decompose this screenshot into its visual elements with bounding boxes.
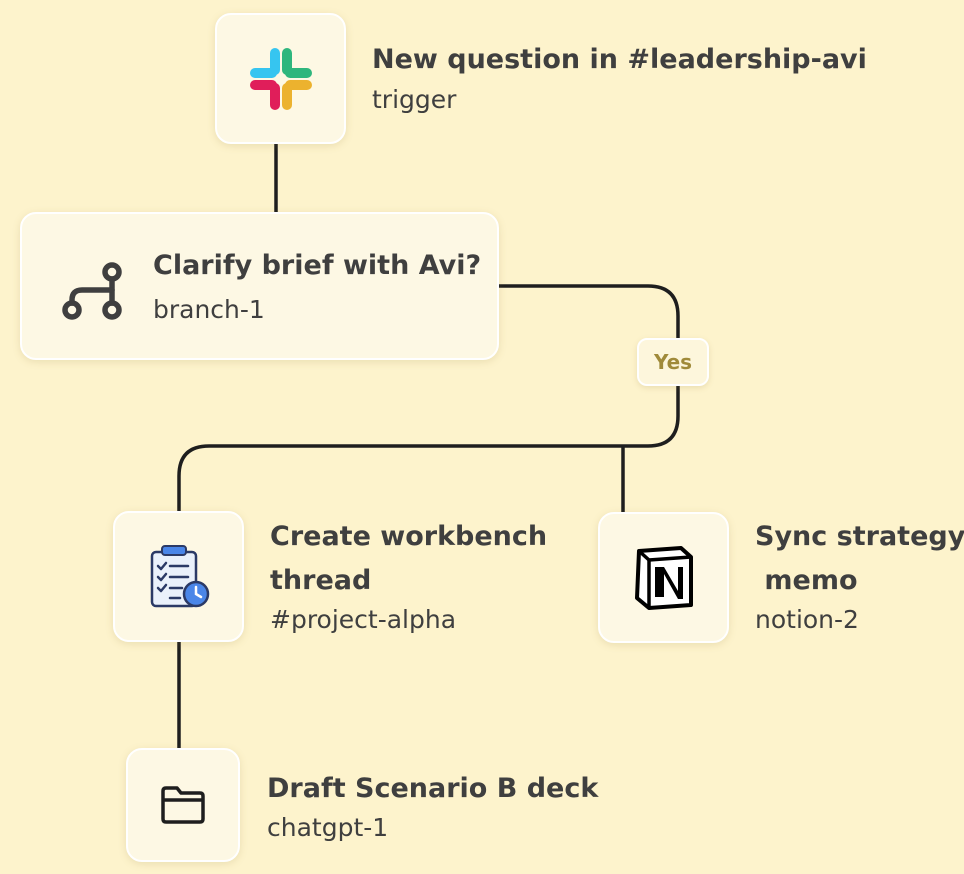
workbench-node-title-line2: thread — [270, 565, 372, 596]
workbench-node-icon-card[interactable] — [113, 511, 244, 642]
edge-branch-to-yes — [498, 284, 680, 340]
branch-node-card[interactable]: Clarify brief with Avi? branch-1 — [20, 212, 499, 360]
trigger-node-title: New question in #leadership-avi — [372, 44, 867, 75]
yes-branch-label: Yes — [637, 338, 709, 386]
branch-node-subtitle: branch-1 — [153, 295, 265, 324]
deck-node-icon-card[interactable] — [126, 748, 240, 862]
clipboard-checklist-icon — [150, 544, 209, 607]
notion-node-title-line1: Sync strategy — [755, 521, 964, 552]
edge-yes-to-split — [177, 384, 680, 512]
workbench-node-title-line1: Create workbench — [270, 521, 548, 552]
branch-node-title: Clarify brief with Avi? — [153, 250, 482, 281]
notion-node-icon-card[interactable] — [598, 512, 729, 643]
trigger-node-icon-card[interactable] — [215, 13, 346, 144]
branch-node-icon — [52, 250, 132, 330]
branch-icon — [62, 262, 122, 320]
notion-node-subtitle: notion-2 — [755, 605, 859, 634]
trigger-node-subtitle: trigger — [372, 85, 457, 114]
slack-icon — [249, 47, 312, 110]
notion-node-title-line2: memo — [755, 565, 858, 596]
deck-node-subtitle: chatgpt-1 — [267, 813, 389, 842]
notion-icon — [634, 545, 693, 610]
deck-node-title: Draft Scenario B deck — [267, 773, 599, 804]
folder-icon — [161, 786, 205, 824]
workbench-node-subtitle: #project-alpha — [270, 605, 457, 634]
